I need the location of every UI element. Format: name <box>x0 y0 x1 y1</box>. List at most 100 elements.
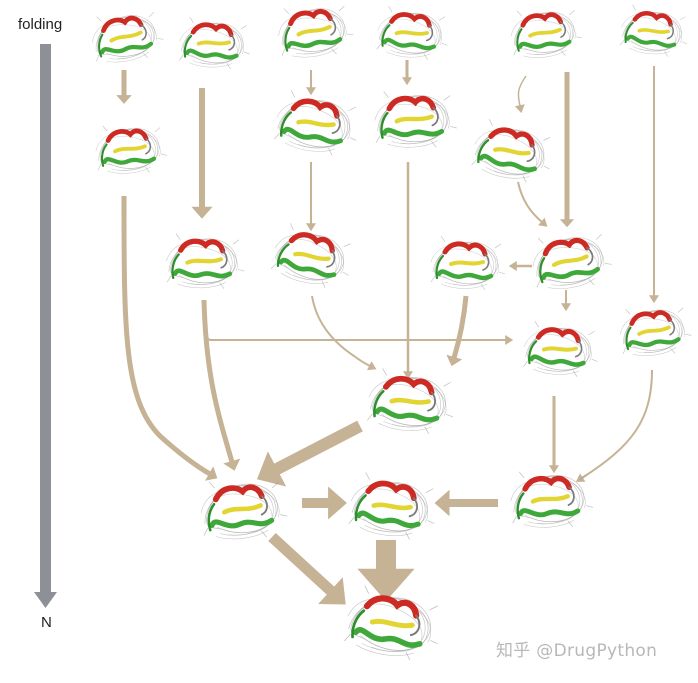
conf-r1-d <box>376 6 449 61</box>
flow-arrow-icon <box>268 532 336 597</box>
conf-r5-c <box>508 466 594 532</box>
flow-arrow-head <box>223 458 241 471</box>
arrow-10 <box>403 162 413 380</box>
arrow-18 <box>257 420 363 487</box>
conf-r2-c <box>373 86 458 151</box>
conf-r3-c <box>431 236 505 290</box>
arrow-12 <box>561 290 571 312</box>
flow-arrow-head <box>357 568 415 602</box>
conf-native <box>343 584 444 664</box>
arrow-4 <box>402 60 412 86</box>
flow-arrow-head <box>402 77 412 86</box>
flow-arrow-icon <box>201 299 235 463</box>
conf-r2-b <box>273 89 361 158</box>
down-arrow-icon <box>34 592 57 608</box>
arrow-17 <box>446 295 469 367</box>
arrow-15 <box>201 299 241 471</box>
conf-r4-b <box>616 300 693 362</box>
arrow-23 <box>357 540 415 602</box>
protein-structure-icon <box>343 584 444 664</box>
flow-arrow-head <box>549 465 559 474</box>
arrow-8 <box>517 181 548 227</box>
protein-structure-icon <box>274 0 356 63</box>
flow-arrow-icon <box>272 420 363 476</box>
protein-structure-icon <box>373 86 458 151</box>
conf-r3-a <box>165 231 245 290</box>
protein-structure-icon <box>179 17 250 70</box>
axis-shaft <box>40 44 51 592</box>
protein-structure-icon <box>367 367 456 435</box>
conf-r3-b <box>269 221 356 291</box>
folding-label: folding <box>18 16 63 33</box>
flow-arrow-head <box>306 223 316 232</box>
flow-arrow-head <box>559 219 575 228</box>
arrow-19 <box>549 396 559 474</box>
protein-structure-icon <box>93 119 168 177</box>
flow-arrow-head <box>306 87 316 96</box>
flow-arrow-head <box>575 473 586 482</box>
protein-structure-icon <box>616 300 693 362</box>
flow-arrow-head <box>538 217 548 227</box>
conf-r4-a <box>523 321 599 378</box>
conf-r2-a <box>93 119 168 177</box>
protein-structure-icon <box>508 2 585 63</box>
flow-arrow-head <box>328 486 347 520</box>
protein-structure-icon <box>431 236 505 290</box>
flow-arrow-head <box>514 104 525 114</box>
flow-arrow-icon <box>451 295 469 359</box>
conf-r1-e <box>508 2 585 63</box>
protein-structure-icon <box>619 4 690 58</box>
arrow-21 <box>302 486 347 520</box>
protein-structure-icon <box>528 225 615 295</box>
flow-arrow-head <box>116 95 132 104</box>
flow-arrow-head <box>561 303 571 312</box>
protein-structure-icon <box>165 231 245 290</box>
flow-arrow-head <box>446 354 463 367</box>
conf-r1-a <box>87 4 166 69</box>
arrow-14 <box>203 305 514 345</box>
conf-r1-b <box>179 17 250 70</box>
arrow-2 <box>191 88 213 219</box>
protein-structure-icon <box>269 221 356 291</box>
folding-axis <box>34 44 57 608</box>
protein-structure-icon <box>273 89 361 158</box>
arrow-3 <box>306 70 316 96</box>
arrow-13 <box>121 195 218 481</box>
conf-r5-b <box>348 471 439 542</box>
flow-arrow-icon <box>517 181 543 223</box>
flow-arrow-head <box>649 295 659 304</box>
protein-structure-icon <box>348 471 439 542</box>
protein-structure-icon <box>470 117 556 185</box>
flow-arrow-head <box>191 206 213 219</box>
arrow-7 <box>649 66 659 304</box>
conf-r4-c <box>367 367 456 435</box>
conf-r3-d <box>528 225 615 295</box>
arrow-5 <box>514 75 527 114</box>
flow-arrow-head <box>205 466 218 481</box>
protein-structure-icon <box>508 466 594 532</box>
flow-arrows <box>116 60 659 605</box>
arrow-16 <box>311 295 377 371</box>
native-state-label: N <box>41 614 52 631</box>
flow-arrow-icon <box>121 195 212 477</box>
conf-r1-c <box>274 0 356 63</box>
arrow-20 <box>575 369 653 482</box>
protein-structure-icon <box>523 321 599 378</box>
protein-structure-icon <box>87 4 166 69</box>
flow-arrow-icon <box>517 75 527 107</box>
conf-r2-d <box>470 117 556 185</box>
flow-arrow-icon <box>581 369 653 479</box>
arrow-6 <box>559 72 575 228</box>
flow-arrow-icon <box>311 295 371 367</box>
flow-arrow-head <box>434 489 450 517</box>
flow-arrow-head <box>318 577 346 605</box>
arrow-9 <box>306 162 316 232</box>
flow-arrow-head <box>505 335 514 345</box>
flow-arrow-head <box>367 361 377 371</box>
protein-structure-icon <box>376 6 449 61</box>
arrow-1 <box>116 70 132 104</box>
flow-arrow-head <box>508 261 517 271</box>
flow-arrow-head <box>257 451 287 487</box>
